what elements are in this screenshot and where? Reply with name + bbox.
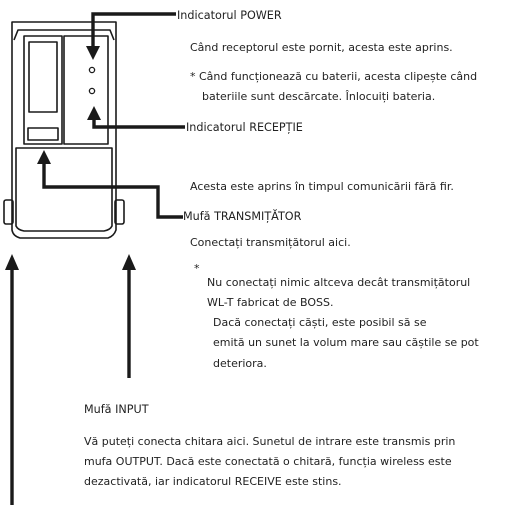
receive-callout-line xyxy=(92,118,185,129)
power-indicator-label: Indicatorul POWER xyxy=(177,9,282,22)
receiver-lower-section xyxy=(15,147,113,232)
input-desc-line-2: mufa OUTPUT. Dacă este conectată o chita… xyxy=(84,455,452,468)
right-side-knob xyxy=(114,199,125,225)
receiver-body xyxy=(11,21,117,239)
input-arrow-icon xyxy=(122,254,136,270)
transmitter-note-line-3: Dacă conectați căști, este posibil să se xyxy=(213,316,427,329)
indicator-panel xyxy=(63,35,109,145)
input-desc-line-1: Vă puteți conecta chitara aici. Sunetul … xyxy=(84,435,456,448)
transmitter-jack-desc: Conectați transmițătorul aici. xyxy=(190,236,351,249)
input-desc-line-3: dezactivată, iar indicatorul RECEIVE est… xyxy=(84,475,342,488)
left-arrow-icon xyxy=(5,254,19,270)
receive-indicator-desc: Acesta este aprins în timpul comunicării… xyxy=(190,180,454,193)
callout-arrow-icons xyxy=(5,46,136,270)
transmitter-arrow-icon xyxy=(37,150,51,164)
transmitter-jack xyxy=(23,35,63,145)
transmitter-note-line-2: WL-T fabricat de BOSS. xyxy=(207,296,334,309)
receive-arrow-icon xyxy=(87,106,101,120)
transmitter-note-star: * xyxy=(194,262,200,275)
power-led xyxy=(88,66,96,74)
transmitter-jack-label: Mufă TRANSMIȚĂTOR xyxy=(183,210,302,223)
transmitter-callout-line xyxy=(42,162,183,219)
input-jack-label: Mufă INPUT xyxy=(84,403,149,416)
left-side-knob xyxy=(3,199,14,225)
power-indicator-desc: Când receptorul este pornit, acesta este… xyxy=(190,41,453,54)
receiver-top-edge xyxy=(13,29,115,41)
power-note-line-1: * Când funcționează cu baterii, acesta c… xyxy=(190,70,478,83)
transmitter-note-line-4: emită un sunet la volum mare sau căștile… xyxy=(213,336,479,349)
power-note-line-2: bateriile sunt descărcate. Înlocuiți bat… xyxy=(202,90,436,103)
transmitter-jack-inner xyxy=(28,41,58,113)
power-callout-line xyxy=(91,12,176,48)
receive-indicator-label: Indicatorul RECEPȚIE xyxy=(186,121,303,134)
receive-led xyxy=(88,87,96,95)
transmitter-jack-bottom xyxy=(27,127,59,141)
transmitter-note-line-1: Nu conectați nimic altceva decât transmi… xyxy=(207,276,471,289)
transmitter-note-line-5: deteriora. xyxy=(213,357,267,370)
power-arrow-icon xyxy=(86,46,100,60)
